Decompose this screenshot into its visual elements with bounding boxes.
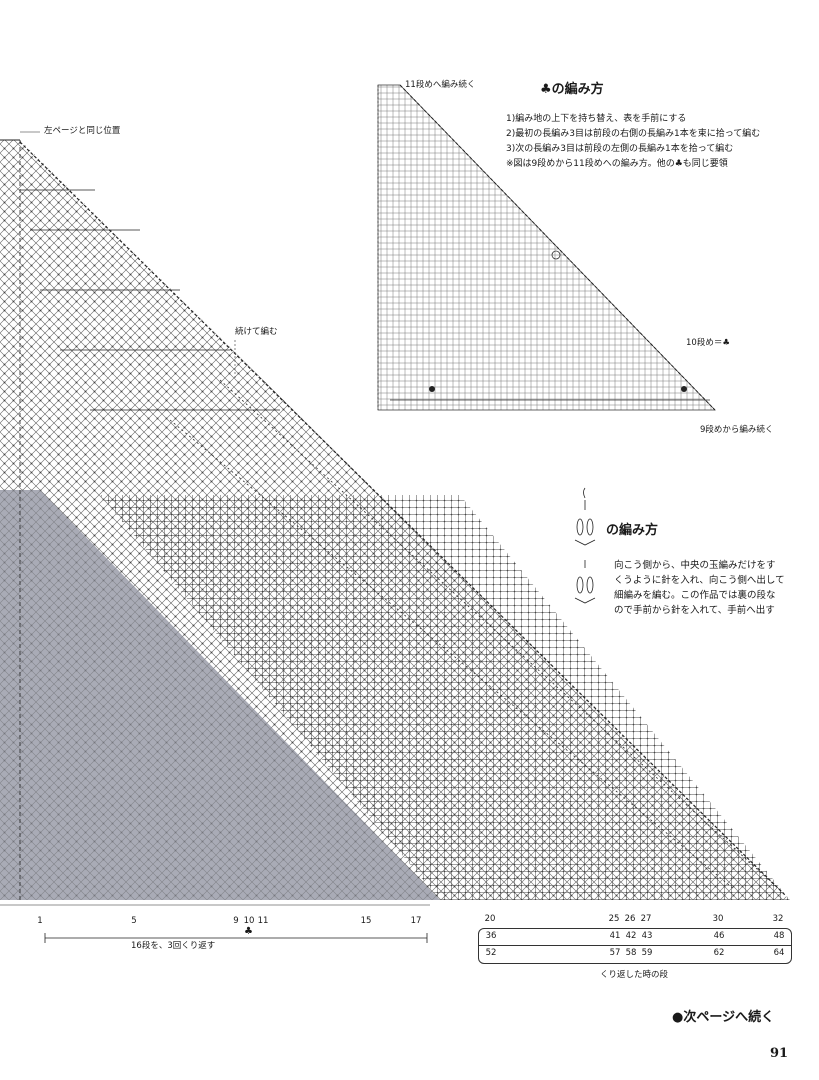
table-cell: 25 xyxy=(608,914,620,924)
bobble-instructions-list: 向こう側から、中央の玉編みだけをす くうように針を入れ、向こう側へ出して 細編み… xyxy=(614,558,785,618)
bobble-instructions-title: の編み方 xyxy=(606,523,659,538)
continue-label: 続けて編む xyxy=(235,327,278,337)
repeat-table-caption: くり返した時の段 xyxy=(600,970,669,980)
fan-rows xyxy=(20,189,781,891)
instruction-line: ※図は9段めから11段めへの編み方。他の♣も同じ要領 xyxy=(506,159,728,169)
table-cell: 20 xyxy=(484,914,496,924)
club-instructions-list: 1)編み地の上下を持ち替え、表を手前にする 2)最初の長編み3目は前段の右側の長… xyxy=(506,112,760,172)
row-number: 11 xyxy=(257,916,269,926)
left-page-label: 左ページと同じ位置 xyxy=(44,126,121,136)
club-diagram xyxy=(377,84,716,411)
table-cell: 57 xyxy=(609,948,621,958)
row-number: 15 xyxy=(360,916,372,926)
table-cell: 46 xyxy=(713,931,725,941)
table-cell: 30 xyxy=(712,914,724,924)
table-cell: 64 xyxy=(773,948,785,958)
instruction-line: 2)最初の長編み3目は前段の右側の長編み1本を束に拾って編む xyxy=(506,129,761,139)
instruction-line: 1)編み地の上下を持ち替え、表を手前にする xyxy=(506,114,687,124)
club-marker: ♣ xyxy=(244,926,253,937)
table-cell: 48 xyxy=(773,931,785,941)
row-number: 10 xyxy=(243,916,255,926)
instruction-line: 3)次の長編み3目は前段の左側の長編み1本を拾って編む xyxy=(506,144,734,154)
bobble-symbols xyxy=(574,487,596,604)
table-cell: 59 xyxy=(641,948,653,958)
club-top-label: 11段めへ編み続く xyxy=(405,80,476,90)
row-number: 17 xyxy=(410,916,422,926)
table-cell: 26 xyxy=(624,914,636,924)
table-cell: 58 xyxy=(625,948,637,958)
instruction-line: 向こう側から、中央の玉編みだけをす xyxy=(614,560,776,571)
repeat-table: 36 41 42 43 46 48 52 57 58 59 62 64 xyxy=(478,928,792,964)
row-number: 1 xyxy=(37,916,43,926)
table-cell: 32 xyxy=(772,914,784,924)
table-cell: 36 xyxy=(485,931,497,941)
table-cell: 62 xyxy=(713,948,725,958)
continue-next-page: ●次ページへ続く xyxy=(672,1010,775,1025)
instruction-line: くうように針を入れ、向こう側へ出して xyxy=(614,575,785,586)
page-number: 91 xyxy=(770,1046,789,1061)
instruction-line: 細編みを編む。この作品では裏の段な xyxy=(614,590,776,601)
club-instructions-title: ♣の編み方 xyxy=(540,82,604,97)
row-number: 9 xyxy=(233,916,239,926)
instruction-line: ので手前から針を入れて、手前へ出す xyxy=(614,605,775,616)
table-cell: 41 xyxy=(609,931,621,941)
table-cell: 43 xyxy=(641,931,653,941)
row-number: 5 xyxy=(131,916,137,926)
table-cell: 52 xyxy=(485,948,497,958)
scallop-edge xyxy=(19,141,786,896)
repeat-label: 16段を、3回くり返す xyxy=(128,941,219,952)
club-row10-label: 10段め＝♣ xyxy=(686,338,730,348)
table-cell: 42 xyxy=(625,931,637,941)
club-bottom-label: 9段めから編み続く xyxy=(700,425,774,435)
table-cell: 27 xyxy=(640,914,652,924)
